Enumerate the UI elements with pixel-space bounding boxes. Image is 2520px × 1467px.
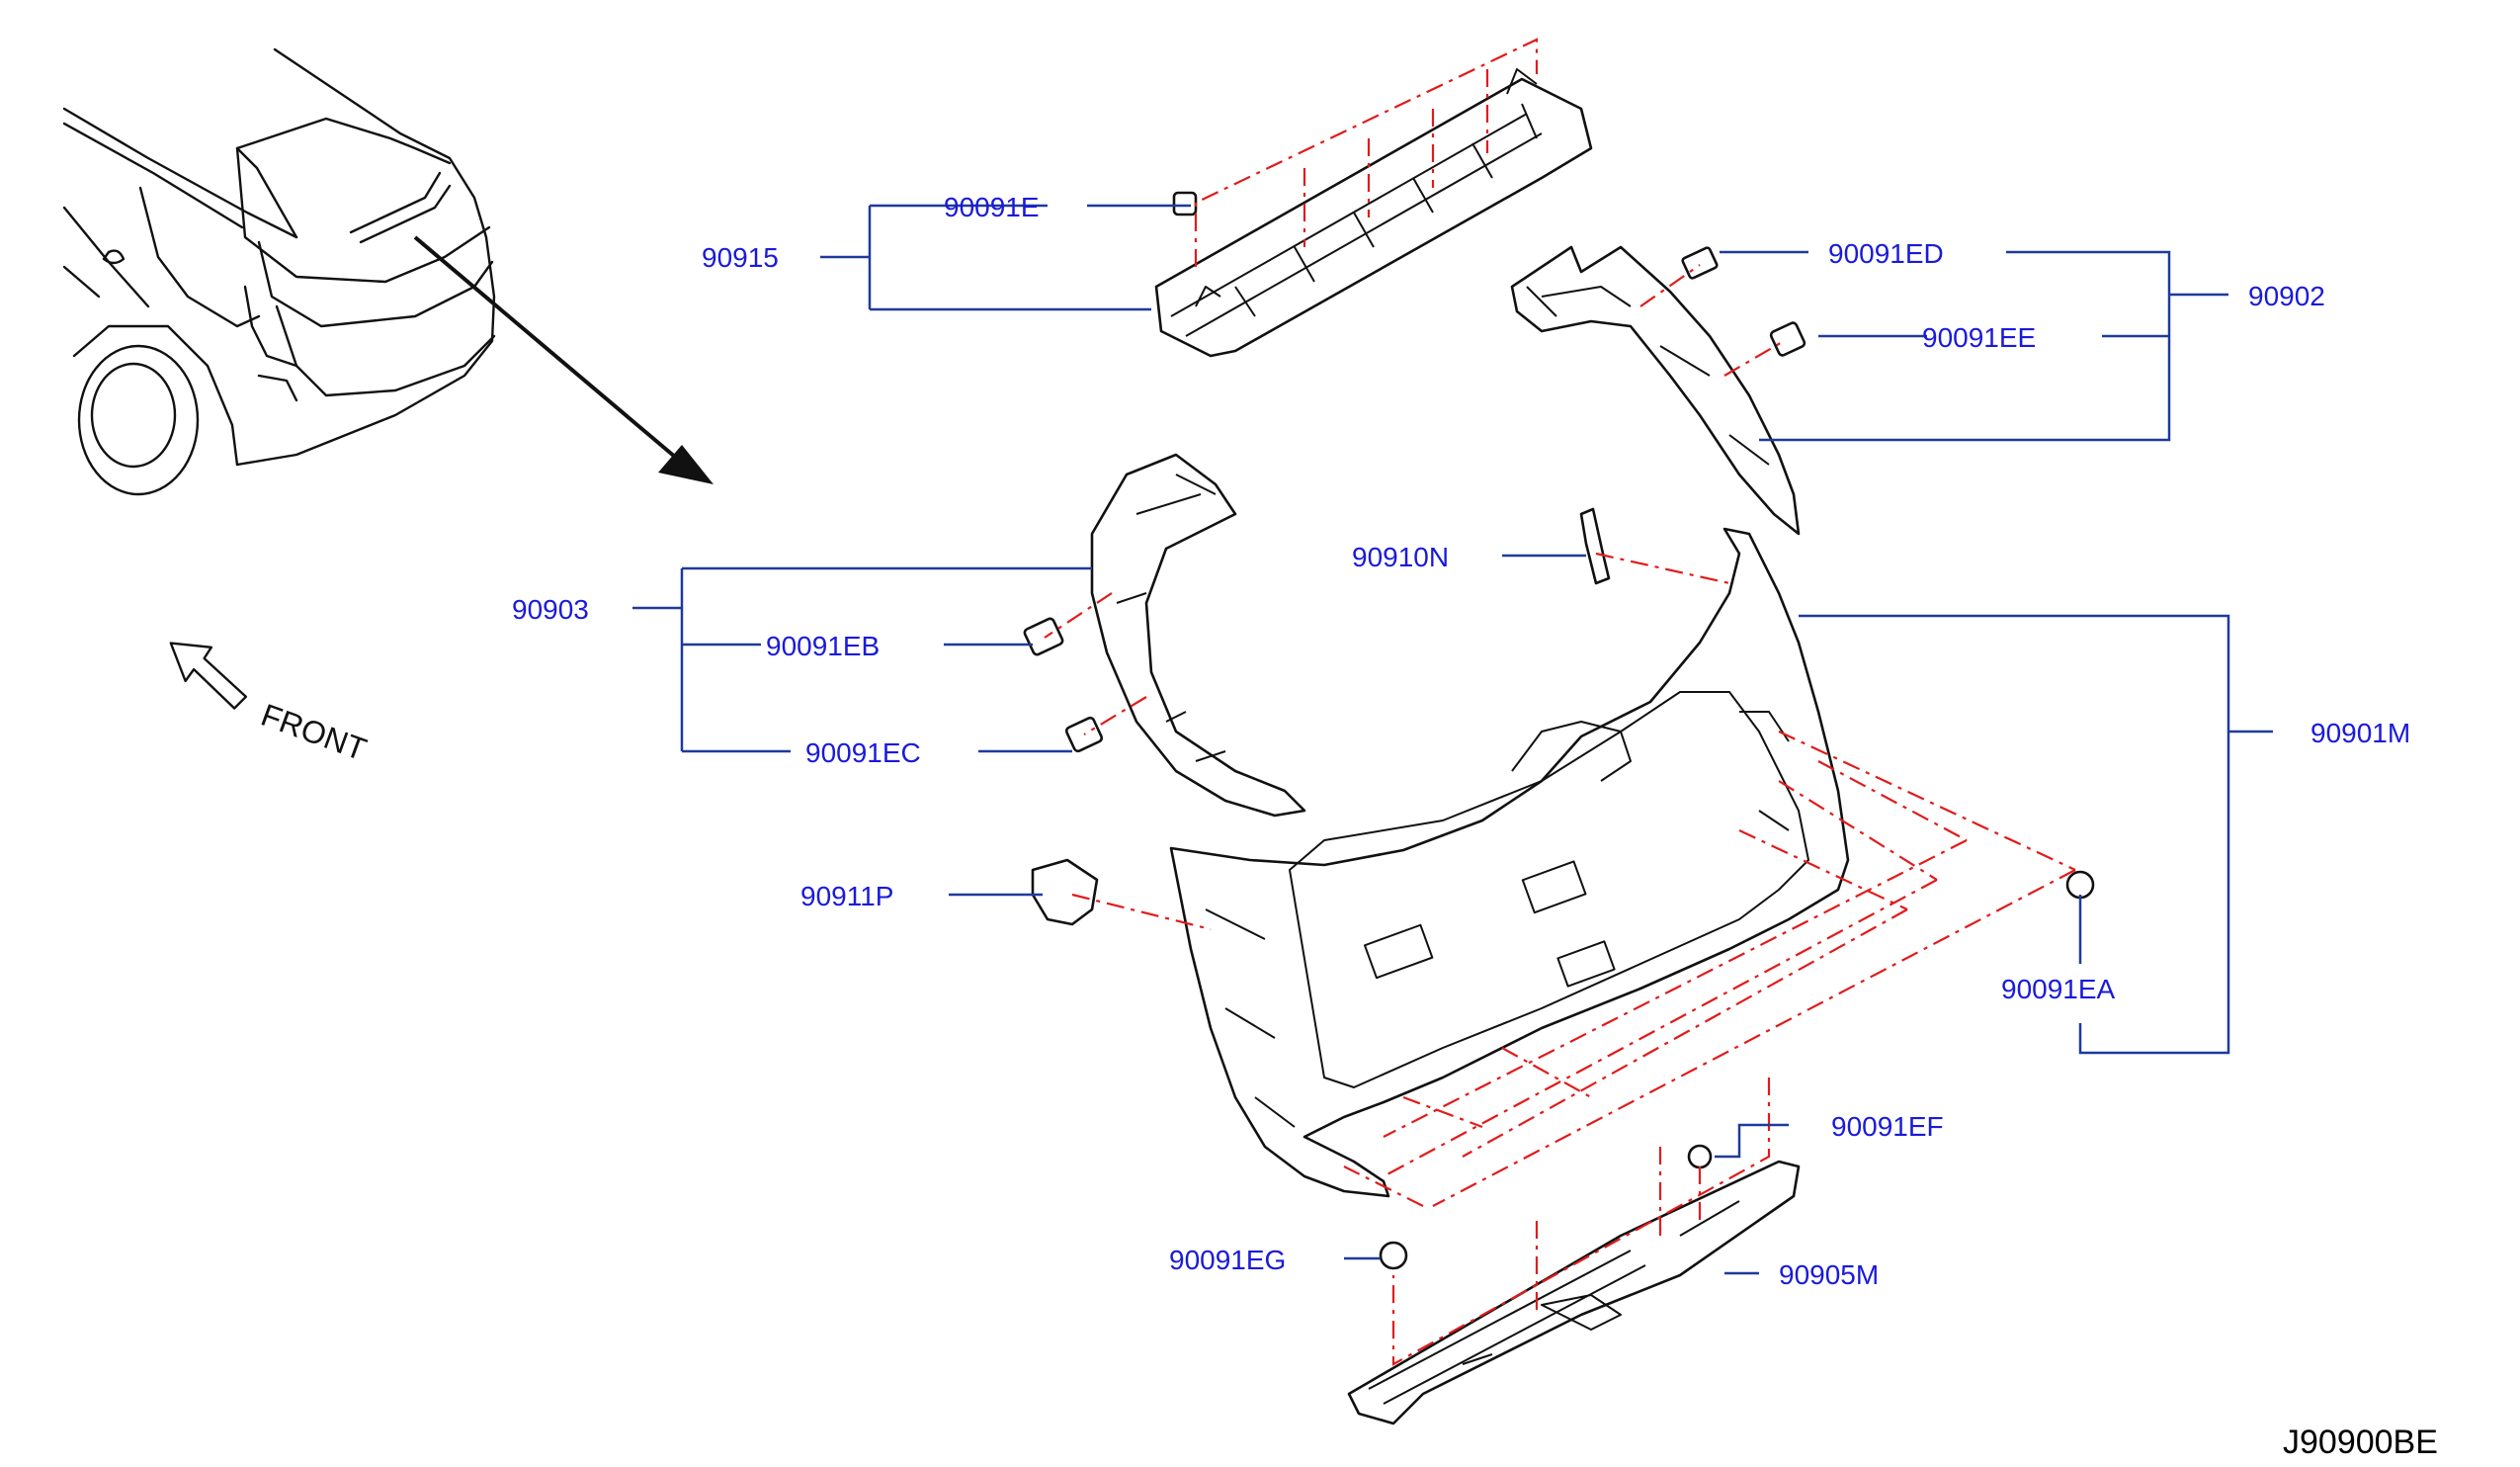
- front-arrow-icon: [169, 642, 248, 710]
- view-direction-arrow-icon: [413, 235, 714, 484]
- callout-90905M: 90905M: [1779, 1259, 1879, 1290]
- diagram-code: J90900BE: [2283, 1424, 2438, 1461]
- callout-90911P: 90911P: [800, 881, 893, 911]
- clip-90091EF: [1687, 1144, 1713, 1169]
- clip-90091E: [1172, 191, 1198, 216]
- callout-90091E: 90091E: [944, 192, 1040, 222]
- fastener-clips: [1023, 191, 2095, 1270]
- left-pillar-trim: [1090, 453, 1306, 818]
- bracket-90910N: [1579, 507, 1611, 585]
- lower-scuff-plate: [1347, 1160, 1801, 1425]
- clip-90091EG: [1379, 1241, 1408, 1270]
- clip-90091EA: [2065, 870, 2095, 900]
- callout-90091ED: 90091ED: [1828, 238, 1944, 269]
- callout-90903: 90903: [512, 594, 589, 625]
- clip-90091ED: [1681, 246, 1719, 280]
- callout-90915: 90915: [702, 242, 779, 273]
- callout-labels: 90915 90091E 90091ED 90902 90091EE 90910…: [512, 192, 2410, 1290]
- back-door-lower-trim: [1169, 527, 1850, 1198]
- callout-90091EB: 90091EB: [766, 631, 880, 661]
- front-label: FRONT: [257, 697, 372, 768]
- clip-90091EB: [1023, 617, 1064, 656]
- clip-90091EE: [1769, 321, 1806, 357]
- leader-lines: [632, 204, 2273, 1275]
- callout-90091EE: 90091EE: [1922, 322, 2036, 353]
- callout-90902: 90902: [2248, 281, 2325, 311]
- callout-90091EF: 90091EF: [1831, 1111, 1944, 1142]
- bracket-90911P: [1031, 858, 1099, 926]
- upper-trim-panel: [1154, 68, 1593, 358]
- callout-90091EA: 90091EA: [2001, 974, 2116, 1004]
- callout-90910N: 90910N: [1352, 542, 1449, 572]
- installation-lines: [1044, 38, 2076, 1366]
- vehicle-sketch: [62, 47, 496, 496]
- right-pillar-trim: [1510, 245, 1801, 536]
- callout-90091EG: 90091EG: [1169, 1245, 1286, 1275]
- callout-90901M: 90901M: [2310, 718, 2410, 748]
- callout-90091EC: 90091EC: [805, 737, 921, 768]
